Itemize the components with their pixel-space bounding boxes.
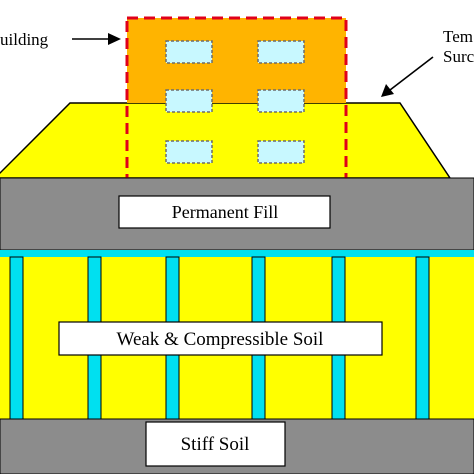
vertical-drain (9, 256, 24, 420)
building-block (127, 18, 346, 103)
vertical-drain (415, 256, 430, 420)
window-4 (257, 89, 305, 113)
window-1 (165, 40, 213, 64)
building-label: uilding (0, 30, 49, 49)
stiff-soil-label-box (145, 421, 286, 467)
surcharge-label-line1: Tem (443, 27, 473, 46)
permanent-fill-label-box (118, 195, 331, 229)
weak-soil-label: Weak & Compressible Soil (117, 329, 324, 350)
window-5 (165, 140, 213, 164)
window-6 (257, 140, 305, 164)
surcharge-fill (0, 102, 452, 179)
surcharge-label-line2: Surc (443, 47, 474, 66)
window-2 (257, 40, 305, 64)
weak-soil-label-box (58, 321, 383, 356)
permanent-fill-label: Permanent Fill (172, 202, 279, 222)
building-arrow (72, 33, 121, 45)
building-windows (165, 40, 305, 164)
window-3 (165, 89, 213, 113)
stiff-soil-label: Stiff Soil (181, 434, 250, 455)
drainage-blanket (0, 250, 474, 257)
building-dashed-outline (125, 16, 348, 182)
surcharge-arrow (381, 56, 434, 97)
